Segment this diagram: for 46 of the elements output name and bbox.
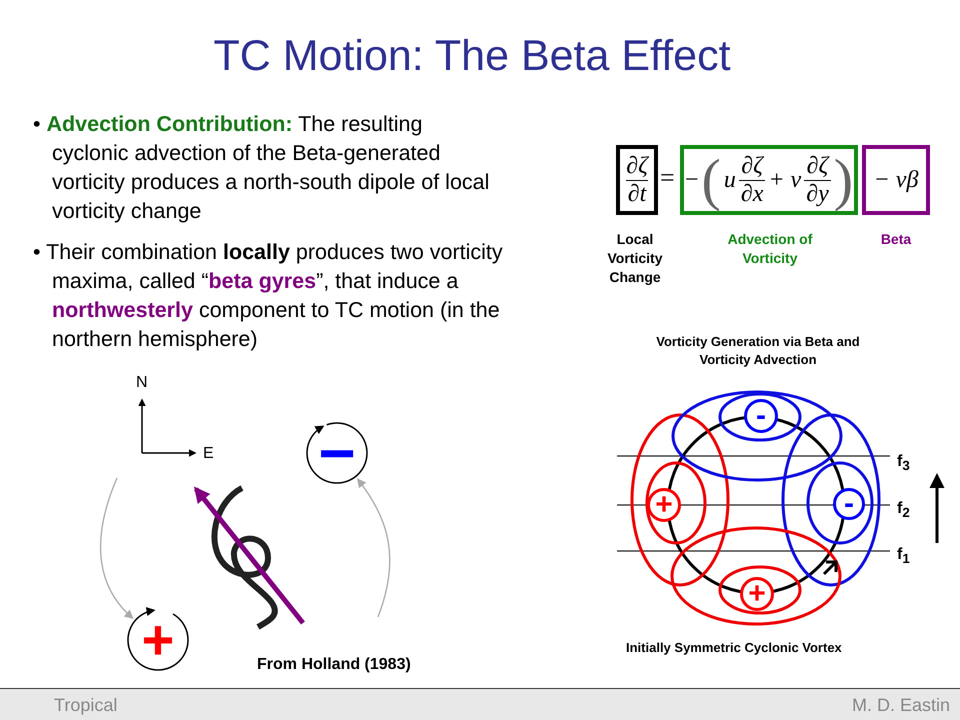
- diagram-caption: Initially Symmetric Cyclonic Vortex: [626, 639, 842, 657]
- vorticity-center-circle: [744, 399, 778, 433]
- footer-text: M. D. Eastin: [850, 694, 950, 717]
- curved-arrow: [100, 478, 134, 620]
- math-term: u: [724, 168, 736, 192]
- rotating-vortex-symbol: [306, 422, 368, 484]
- latitude-label: f$_{3}$: [897, 452, 910, 476]
- vorticity-center-circle: [740, 577, 774, 611]
- term-label: Beta: [880, 230, 912, 249]
- math-numerator: ∂ζ: [740, 153, 765, 180]
- math-numerator: ∂ζ: [806, 153, 830, 180]
- equation-term-box: [680, 145, 858, 215]
- equation-term-box: [616, 145, 658, 215]
- vorticity-center-circle: [833, 488, 865, 520]
- math-term: − vβ: [874, 168, 918, 192]
- term-label: Advection of Vorticity: [726, 230, 814, 268]
- sign-symbol: -: [756, 401, 766, 431]
- equals-sign: =: [660, 162, 675, 194]
- sign-symbol: −: [318, 421, 356, 485]
- sign-symbol: -: [844, 489, 854, 519]
- footer-text: Tropical: [54, 694, 118, 717]
- bullet-text: • Their combination locally produces two vorticity maxima, called “beta gyres”, that induce a northwesterly component to TC motion (in the northern hemisphere): [33, 239, 504, 353]
- panel-heading: Vorticity Generation via Beta and Vorticity Advection: [655, 333, 861, 368]
- sign-symbol: +: [655, 490, 673, 520]
- parenthesis: (: [702, 151, 721, 209]
- math-denominator: ∂x: [738, 180, 766, 207]
- rotating-vortex-symbol: [127, 609, 189, 671]
- slide-title: TC Motion: The Beta Effect: [212, 32, 732, 81]
- equation-term-box: [862, 145, 930, 215]
- compass-label: E: [203, 444, 214, 464]
- latitude-label: f$_{1}$: [897, 545, 910, 568]
- latitude-label: f$_{2}$: [897, 499, 910, 522]
- parenthesis: ): [834, 151, 854, 209]
- vorticity-center-circle: [647, 488, 681, 522]
- sign-symbol: +: [748, 579, 766, 609]
- sign-symbol: +: [142, 612, 174, 668]
- curved-arrow: [357, 478, 390, 618]
- compass-label: N: [136, 373, 148, 393]
- math-term: −: [684, 168, 698, 192]
- math-denominator: ∂y: [804, 180, 831, 207]
- bullet-text: • Advection Contribution: The resulting cyclonic advection of the Beta-generated vorticity produces a north-south dipole of local vorticity change: [33, 111, 490, 225]
- term-label: Local Vorticity Change: [606, 230, 664, 287]
- math-term: + v: [768, 168, 802, 192]
- math-numerator: ∂ζ: [625, 153, 650, 180]
- source-note: From Holland (1983): [257, 655, 411, 675]
- math-denominator: ∂t: [626, 180, 648, 207]
